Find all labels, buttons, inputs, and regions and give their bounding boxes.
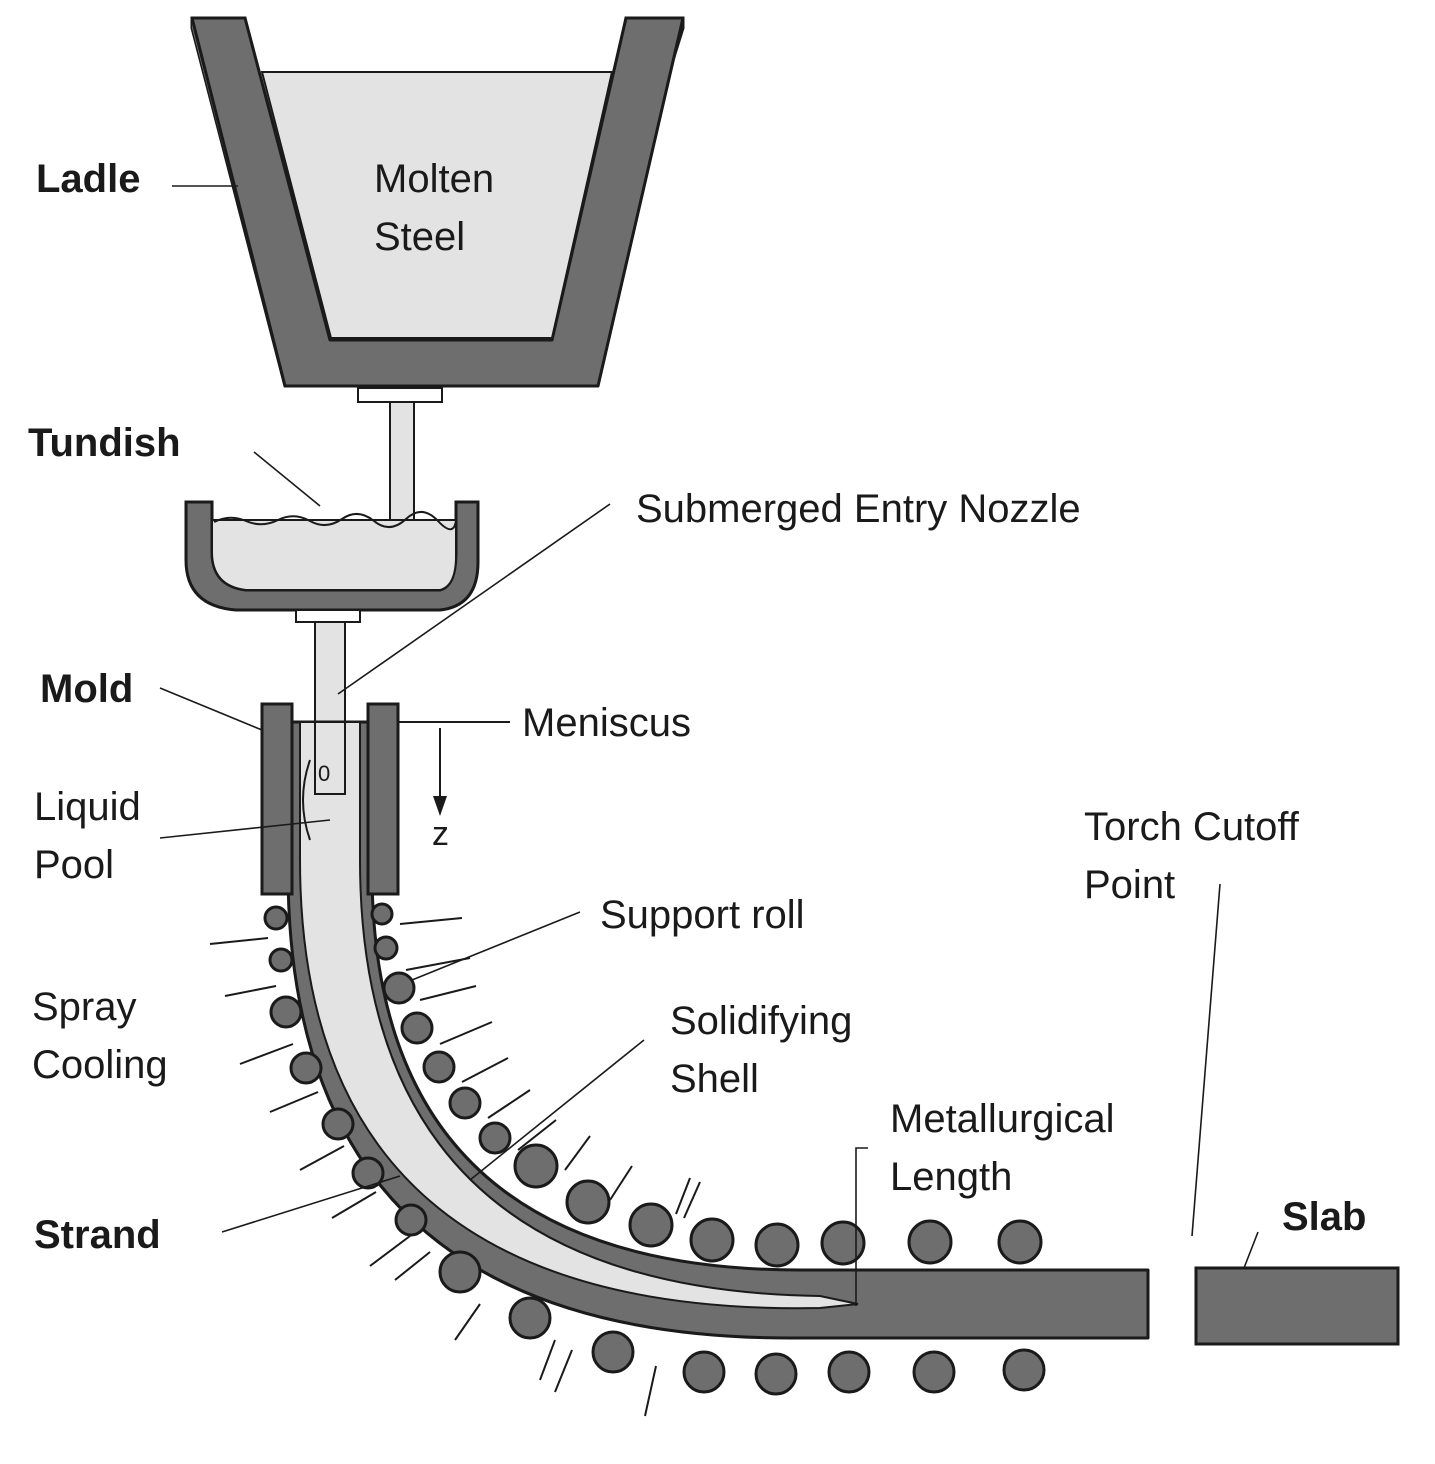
tundish-vessel xyxy=(184,500,480,612)
label-metallurgical-length: Metallurgical Length xyxy=(890,1090,1115,1206)
label-tundish: Tundish xyxy=(28,421,181,465)
support-roll xyxy=(263,905,289,931)
label-metallurgical-length-line-1: Metallurgical xyxy=(890,1097,1115,1141)
support-roll xyxy=(754,1222,800,1268)
label-liquid-pool-line-2: Pool xyxy=(34,843,115,887)
support-roll xyxy=(628,1202,674,1248)
support-roll xyxy=(289,1051,323,1085)
support-roll xyxy=(689,1217,735,1263)
support-rolls xyxy=(263,902,1046,1396)
label-submerged-entry-nozzle: Submerged Entry Nozzle xyxy=(636,487,1081,531)
support-roll xyxy=(351,1156,385,1190)
label-ladle: Ladle xyxy=(36,157,141,201)
label-support-roll: Support roll xyxy=(600,893,805,937)
label-metallurgical-length-line-2: Length xyxy=(890,1155,1013,1199)
label-torch-cutoff-line-1: Torch Cutoff xyxy=(1084,805,1299,849)
mold xyxy=(260,702,400,896)
support-roll xyxy=(912,1350,956,1394)
support-roll xyxy=(682,1350,726,1394)
leader-lines xyxy=(159,185,1259,1306)
support-roll xyxy=(513,1143,559,1189)
label-mold: Mold xyxy=(40,667,134,711)
label-molten-steel: Molten Steel xyxy=(374,150,494,266)
support-roll xyxy=(422,1050,456,1084)
support-roll xyxy=(382,971,416,1005)
support-roll xyxy=(438,1250,482,1294)
support-roll xyxy=(394,1203,428,1237)
support-roll xyxy=(269,995,303,1029)
nozzle-tip xyxy=(314,721,346,795)
support-roll xyxy=(997,1219,1043,1265)
label-molten-steel-line-2: Steel xyxy=(374,215,466,259)
label-solidifying-shell: Solidifying Shell xyxy=(670,992,852,1108)
label-meniscus: Meniscus xyxy=(522,701,691,745)
support-roll xyxy=(370,902,394,926)
support-roll xyxy=(373,935,399,961)
label-liquid-pool-line-1: Liquid xyxy=(34,785,141,829)
label-molten-steel-line-1: Molten xyxy=(374,157,495,201)
label-torch-cutoff-point: Torch Cutoff Point xyxy=(1084,798,1299,914)
support-roll xyxy=(508,1296,552,1340)
ladle-shroud xyxy=(357,387,443,529)
label-solidifying-shell-line-2: Shell xyxy=(670,1057,759,1101)
label-liquid-pool: Liquid Pool xyxy=(34,778,141,894)
label-spray-cooling-line-2: Cooling xyxy=(32,1043,168,1087)
support-roll xyxy=(565,1179,611,1225)
label-z-axis: z xyxy=(432,815,449,853)
support-roll xyxy=(268,947,294,973)
label-solidifying-shell-line-1: Solidifying xyxy=(670,999,853,1043)
label-torch-cutoff-line-2: Point xyxy=(1084,863,1176,907)
label-origin: 0 xyxy=(318,761,331,786)
z-axis-arrowhead xyxy=(433,796,447,816)
support-roll xyxy=(907,1219,953,1265)
label-spray-cooling: Spray Cooling xyxy=(32,978,168,1094)
support-roll xyxy=(448,1086,482,1120)
label-slab: Slab xyxy=(1282,1195,1367,1239)
support-roll xyxy=(321,1107,355,1141)
support-roll xyxy=(754,1352,798,1396)
tundish-liquid-surface xyxy=(213,511,457,531)
ladle-vessel xyxy=(190,16,685,388)
slab-piece xyxy=(1194,1266,1400,1346)
support-roll xyxy=(827,1350,871,1394)
label-spray-cooling-line-1: Spray xyxy=(32,985,137,1029)
liquid-core xyxy=(299,721,859,1310)
support-roll xyxy=(400,1011,434,1045)
support-roll xyxy=(1002,1348,1046,1392)
support-roll xyxy=(478,1121,512,1155)
label-strand: Strand xyxy=(34,1213,161,1257)
inner-shell-line xyxy=(302,759,311,841)
support-roll xyxy=(591,1330,635,1374)
molten-steel-pool xyxy=(260,71,614,339)
support-roll xyxy=(820,1220,866,1266)
